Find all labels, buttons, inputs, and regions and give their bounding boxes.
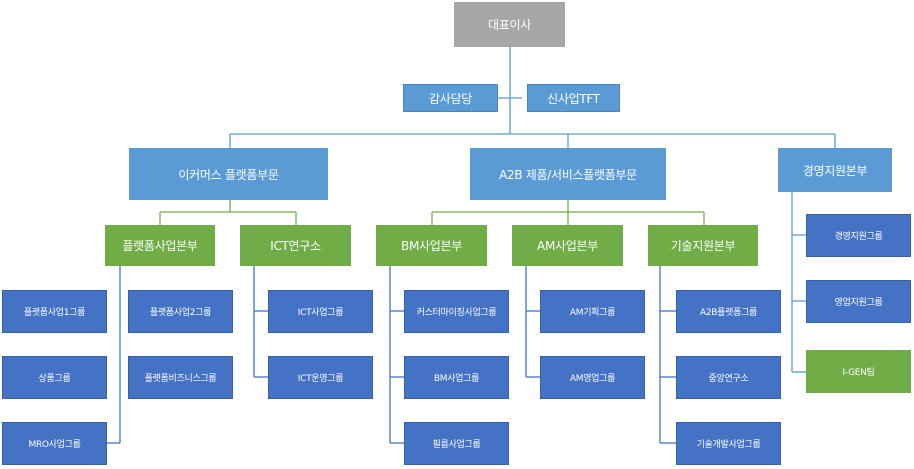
new-business-tft-box: 신사업TFT <box>527 84 620 112</box>
unit-tech-support: 기술지원본부 <box>648 225 758 266</box>
division-a2b: A2B 제품/서비스플랫폼부문 <box>470 148 666 200</box>
group-management-support: 경영지원그룹 <box>806 214 911 257</box>
unit-am: AM사업본부 <box>512 225 623 266</box>
unit-platform: 플랫폼사업본부 <box>105 225 215 266</box>
group-film: 필름사업그룹 <box>404 422 509 465</box>
group-platform-2: 플랫폼사업2그룹 <box>128 290 233 333</box>
team-i-gen: I-GEN팀 <box>806 350 911 393</box>
group-am-sales: AM영업그룹 <box>540 356 645 399</box>
group-tech-development: 기술개발사업그룹 <box>676 422 781 465</box>
group-platform-business: 플랫폼비즈니스그룹 <box>128 356 233 399</box>
unit-bm: BM사업본부 <box>376 225 487 266</box>
group-bm-business: BM사업그룹 <box>404 356 509 399</box>
group-ict-operation: ICT운영그룹 <box>268 356 373 399</box>
ceo-box: 대표이사 <box>454 2 565 47</box>
group-platform-1: 플랫폼사업1그룹 <box>2 290 107 333</box>
division-management: 경영지원본부 <box>778 148 892 192</box>
group-ict-business: ICT사업그룹 <box>268 290 373 333</box>
group-product: 상품그룹 <box>2 356 107 399</box>
division-ecommerce: 이커머스 플랫폼부문 <box>129 148 328 200</box>
group-mro: MRO사업그룹 <box>2 422 107 465</box>
group-a2b-platform: A2B플랫폼그룹 <box>676 290 781 333</box>
group-sales-support: 영업지원그룹 <box>806 280 911 323</box>
unit-ict-lab: ICT연구소 <box>240 225 351 266</box>
audit-box: 감사담당 <box>403 84 498 112</box>
group-central-lab: 중앙연구소 <box>676 356 781 399</box>
group-am-planning: AM기획그룹 <box>540 290 645 333</box>
group-customizing: 커스터마이징사업그룹 <box>404 290 509 333</box>
